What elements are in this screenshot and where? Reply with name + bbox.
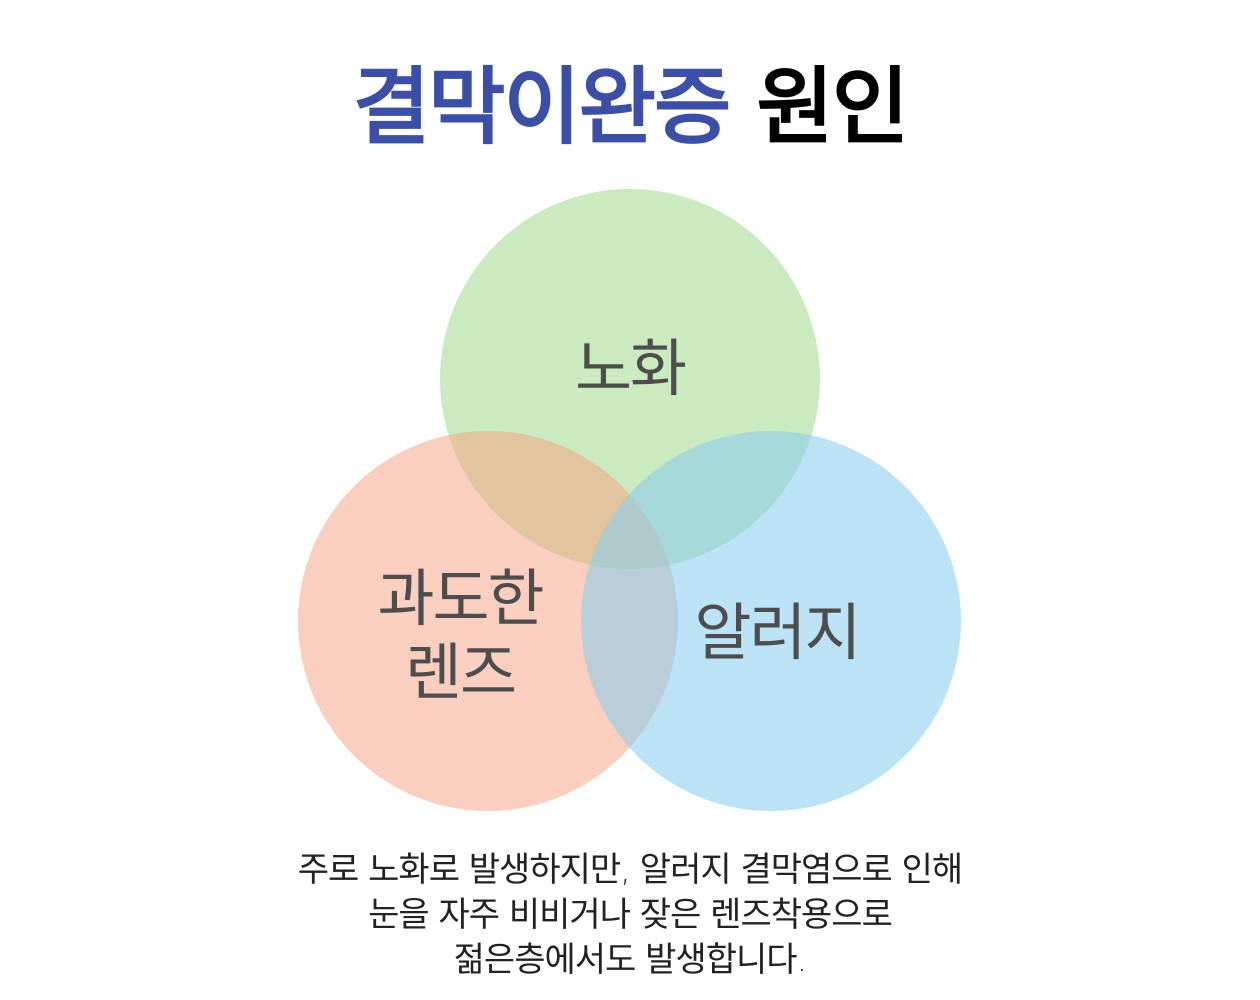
- caption: 주로 노화로 발생하지만, 알러지 결막염으로 인해 눈을 자주 비비거나 잦은…: [0, 848, 1260, 983]
- venn-circle-allergy: [581, 431, 961, 811]
- venn-label-lens-line-1: 과도한: [377, 562, 544, 635]
- caption-line-1: 주로 노화로 발생하지만, 알러지 결막염으로 인해: [297, 850, 963, 890]
- venn-label-aging: 노화: [574, 332, 687, 405]
- caption-line-2: 눈을 자주 비비거나 잦은 렌즈착용으로: [368, 895, 893, 935]
- page-title: 결막이완증 원인: [0, 52, 1260, 162]
- venn-label-allergy: 알러지: [694, 596, 861, 669]
- title-rest: 원인: [729, 58, 910, 156]
- venn-label-lens-line-2: 렌즈: [404, 636, 517, 709]
- caption-line-3: 젊은층에서도 발생합니다.: [453, 940, 808, 980]
- title-highlight: 결막이완증: [352, 58, 731, 156]
- venn-label-lens: 과도한 렌즈: [340, 562, 580, 710]
- venn-diagram: 노화 과도한 렌즈 알러지: [298, 189, 961, 811]
